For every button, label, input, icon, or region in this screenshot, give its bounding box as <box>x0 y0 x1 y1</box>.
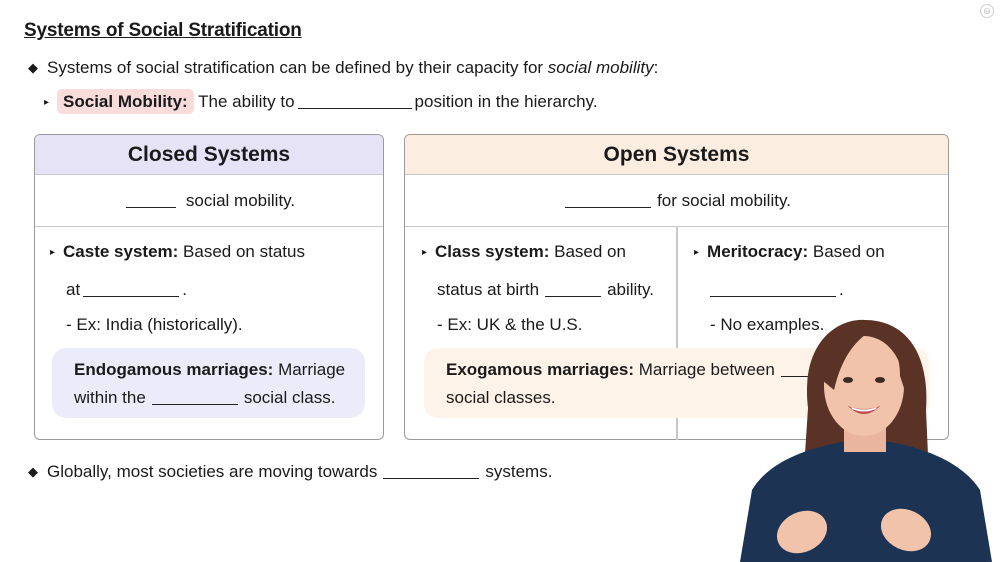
intro-text: Systems of social stratification can be … <box>47 58 548 77</box>
expand-icon[interactable]: ⊖ <box>980 4 994 18</box>
mobility-post: position in the hierarchy. <box>414 92 598 111</box>
exogamous-text: Marriage between <box>638 360 775 379</box>
endogamous-line2-post: social class. <box>243 388 336 407</box>
mobility-bullet: ▸ Social Mobility: The ability to position… <box>44 89 598 114</box>
endogamous-blank <box>151 391 238 405</box>
endogamous-term: Endogamous marriages: <box>74 360 274 379</box>
page-title: Systems of Social Stratification <box>24 20 302 41</box>
caste-end: . <box>182 280 187 299</box>
triangle-bullet-icon: ▸ <box>694 247 700 258</box>
closed-systems-sub: social mobility. <box>35 175 383 227</box>
endogamous-text: Marriage <box>278 360 346 379</box>
global-blank <box>383 465 480 479</box>
class-blank <box>545 283 602 297</box>
open-systems-heading: Open Systems <box>405 135 948 175</box>
class-term: Class system: <box>435 242 550 261</box>
intro-bullet: ◆ Systems of social stratification can be… <box>28 58 658 78</box>
merit-end: . <box>839 280 844 299</box>
intro-end: : <box>653 58 659 77</box>
mobility-blank <box>297 95 412 109</box>
global-pre: Globally, most societies are moving towa… <box>47 462 378 481</box>
exogamous-line2: social classes. <box>446 388 556 407</box>
triangle-bullet-icon: ▸ <box>422 247 428 258</box>
endogamous-callout: Endogamous marriages: Marriage within th… <box>52 348 365 418</box>
merit-line-2: . <box>710 280 844 300</box>
class-line2-pre: status at birth <box>437 280 540 299</box>
merit-blank <box>710 283 836 297</box>
caste-at: at <box>66 280 81 299</box>
presenter-video <box>740 319 992 562</box>
caste-term: Caste system: <box>63 242 179 261</box>
global-post: systems. <box>485 462 553 481</box>
merit-term: Meritocracy: <box>707 242 809 261</box>
closed-systems-heading: Closed Systems <box>35 135 383 175</box>
triangle-bullet-icon: ▸ <box>44 97 50 108</box>
caste-example: - Ex: India (historically). <box>66 315 243 334</box>
merit-example: - No examples. <box>710 315 825 334</box>
endogamous-line2-pre: within the <box>74 388 146 407</box>
class-line: ▸ Class system: Based on <box>422 242 626 262</box>
merit-line: ▸ Meritocracy: Based on <box>694 242 885 262</box>
open-systems-sub: for social mobility. <box>405 175 948 227</box>
closed-sub-text: social mobility. <box>185 190 296 210</box>
open-blank <box>565 194 652 208</box>
global-bullet: ◆ Globally, most societies are moving tow… <box>28 462 552 482</box>
column-divider <box>676 226 678 440</box>
triangle-bullet-icon: ▸ <box>50 247 56 258</box>
class-desc: Based on <box>554 242 626 261</box>
diamond-bullet-icon: ◆ <box>28 60 38 75</box>
class-example: - Ex: UK & the U.S. <box>437 315 583 334</box>
exogamous-term: Exogamous marriages: <box>446 360 635 379</box>
mobility-term: Social Mobility: <box>57 89 194 114</box>
caste-line: ▸ Caste system: Based on status <box>50 242 305 262</box>
merit-desc: Based on <box>812 242 885 261</box>
mobility-pre: The ability to <box>198 92 295 111</box>
closed-blank <box>125 194 176 208</box>
caste-desc: Based on status <box>183 242 305 261</box>
caste-line-2: at. <box>66 280 187 300</box>
class-line-2: status at birth ability. <box>437 280 654 300</box>
caste-blank <box>83 283 180 297</box>
open-sub-text: for social mobility. <box>657 190 791 210</box>
intro-italic: social mobility <box>547 58 654 77</box>
class-line2-post: ability. <box>607 280 654 299</box>
diamond-bullet-icon: ◆ <box>28 464 38 479</box>
